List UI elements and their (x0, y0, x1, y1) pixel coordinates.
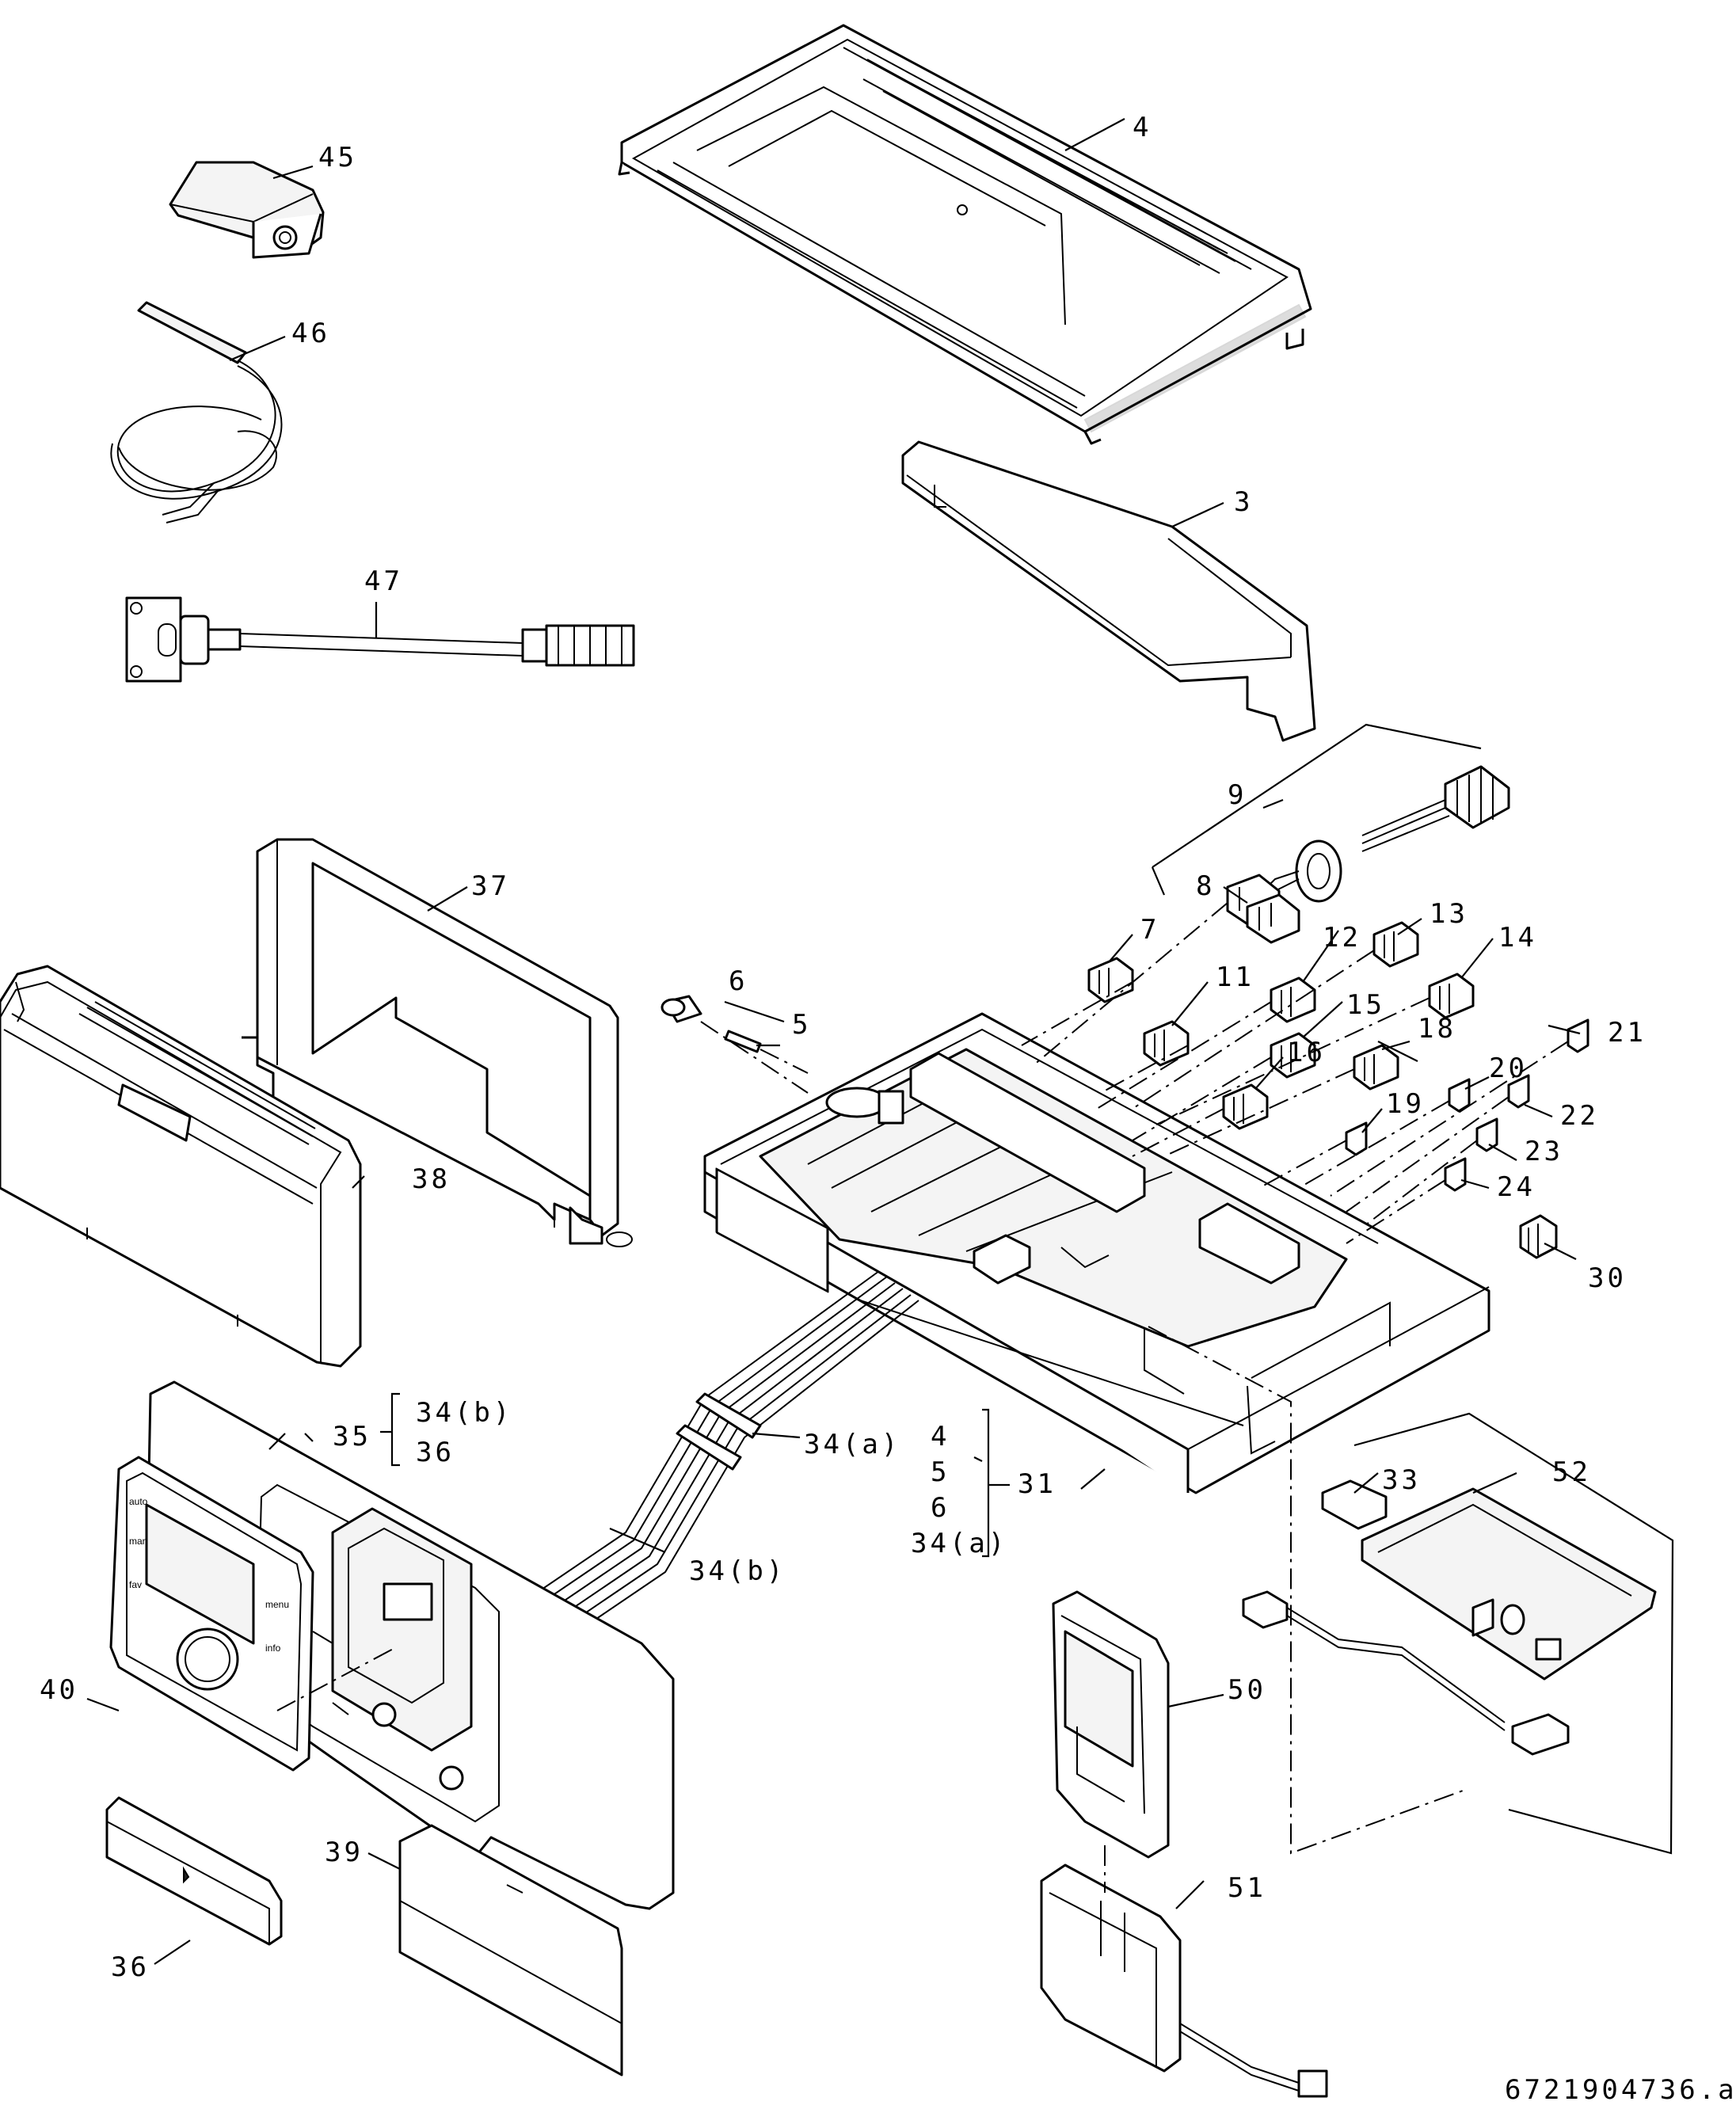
controller-button-info[interactable]: info (265, 1643, 281, 1654)
label-19: 19 (1386, 1088, 1425, 1120)
label-14: 14 (1498, 922, 1537, 954)
part-4-top-cover (618, 24, 1312, 445)
label-group-6: 6 (931, 1492, 950, 1524)
part-45-sensor-housing (169, 161, 325, 259)
part-39-cover-card (398, 1824, 623, 2077)
label-30: 30 (1588, 1262, 1627, 1294)
label-31: 31 (1018, 1468, 1056, 1500)
label-47: 47 (364, 565, 403, 597)
label-20: 20 (1489, 1053, 1528, 1084)
label-36: 36 (111, 1951, 150, 1983)
label-6: 6 (729, 965, 748, 997)
label-34b-group: 34(b) (416, 1397, 512, 1429)
assembly-lines (1021, 902, 1569, 1855)
part-50-module-cartridge (1052, 1590, 1170, 1859)
label-3: 3 (1234, 486, 1253, 518)
label-40: 40 (40, 1674, 78, 1706)
part-34-ribbon-cable (514, 1270, 919, 1648)
part-8-connector (1226, 874, 1300, 944)
label-38: 38 (412, 1163, 451, 1195)
label-23: 23 (1525, 1136, 1563, 1167)
part-51-module-holder (1040, 1845, 1328, 2098)
label-13: 13 (1430, 898, 1468, 930)
part-13-connector (1372, 921, 1419, 968)
part-19-connector (1345, 1121, 1368, 1156)
label-5: 5 (792, 1009, 811, 1041)
controller-button-menu[interactable]: menu (265, 1599, 289, 1610)
part-46-temperature-sensor-cable (110, 301, 283, 523)
label-45: 45 (318, 142, 357, 173)
label-18: 18 (1418, 1013, 1456, 1045)
part-20-connector (1448, 1078, 1471, 1113)
part-35-front-panel (145, 1380, 675, 1910)
label-21: 21 (1608, 1017, 1647, 1049)
part-24-connector (1444, 1157, 1467, 1192)
label-group-34a: 34(a) (911, 1528, 1007, 1559)
label-34b: 34(b) (689, 1555, 786, 1587)
label-35: 35 (333, 1421, 371, 1452)
leader-lines (86, 118, 1581, 1965)
connectors-group (1087, 921, 1589, 1259)
part-3-cover-strip (901, 440, 1316, 742)
label-brackets (380, 1392, 1010, 1558)
pcb-main-board (759, 1048, 1348, 1348)
part-9-cable-harness-group (1151, 723, 1510, 903)
part-23-connector (1475, 1117, 1498, 1152)
part-11-connector (1143, 1020, 1190, 1067)
label-8: 8 (1196, 870, 1215, 902)
label-46: 46 (291, 318, 330, 349)
part-16-connector (1222, 1083, 1269, 1130)
label-7: 7 (1140, 914, 1159, 946)
label-36-group: 36 (416, 1437, 455, 1468)
label-22: 22 (1560, 1100, 1599, 1132)
label-9: 9 (1228, 779, 1247, 811)
label-50: 50 (1228, 1674, 1266, 1706)
part-12-connector (1270, 976, 1316, 1023)
part-14-connector (1428, 973, 1475, 1019)
part-36-flap (105, 1796, 283, 1946)
part-30-plug (1519, 1214, 1558, 1259)
label-39: 39 (325, 1837, 364, 1868)
part-33-connector (1321, 1479, 1388, 1530)
harness-connector (1444, 765, 1510, 829)
label-52: 52 (1552, 1456, 1591, 1488)
label-11: 11 (1216, 961, 1254, 993)
label-16: 16 (1287, 1037, 1326, 1068)
part-38-front-cover (0, 965, 362, 1368)
part-labels: 4 45 46 3 47 9 37 8 7 13 14 12 6 11 15 5… (40, 112, 1647, 1983)
part-52-extension-module (1242, 1412, 1674, 1855)
controller-button-auto[interactable]: auto (129, 1496, 148, 1507)
part-21-connector (1567, 1018, 1589, 1053)
part-7-connector (1087, 957, 1134, 1003)
part-22-connector (1507, 1074, 1530, 1109)
cover-vent-slots (657, 162, 1307, 433)
label-24: 24 (1497, 1171, 1536, 1203)
part-47-bus-cable (125, 596, 635, 683)
part-40-room-controller: auto man fav menu info (109, 1456, 397, 1772)
part-18-connector (1353, 1044, 1399, 1091)
label-37: 37 (471, 870, 510, 902)
label-15: 15 (1346, 989, 1385, 1021)
controller-button-man[interactable]: man (129, 1536, 147, 1547)
controller-button-fav[interactable]: fav (129, 1579, 142, 1590)
part-6-grommet (661, 995, 702, 1023)
label-4: 4 (1133, 112, 1152, 143)
label-12: 12 (1323, 922, 1361, 954)
label-group-4: 4 (931, 1421, 950, 1452)
drawing-id: 6721904736.ab (1505, 2074, 1736, 2106)
label-51: 51 (1228, 1872, 1266, 1904)
label-group-5: 5 (931, 1456, 950, 1488)
part-5-pin (700, 1021, 809, 1094)
label-34a: 34(a) (804, 1429, 900, 1460)
label-33: 33 (1382, 1464, 1421, 1496)
